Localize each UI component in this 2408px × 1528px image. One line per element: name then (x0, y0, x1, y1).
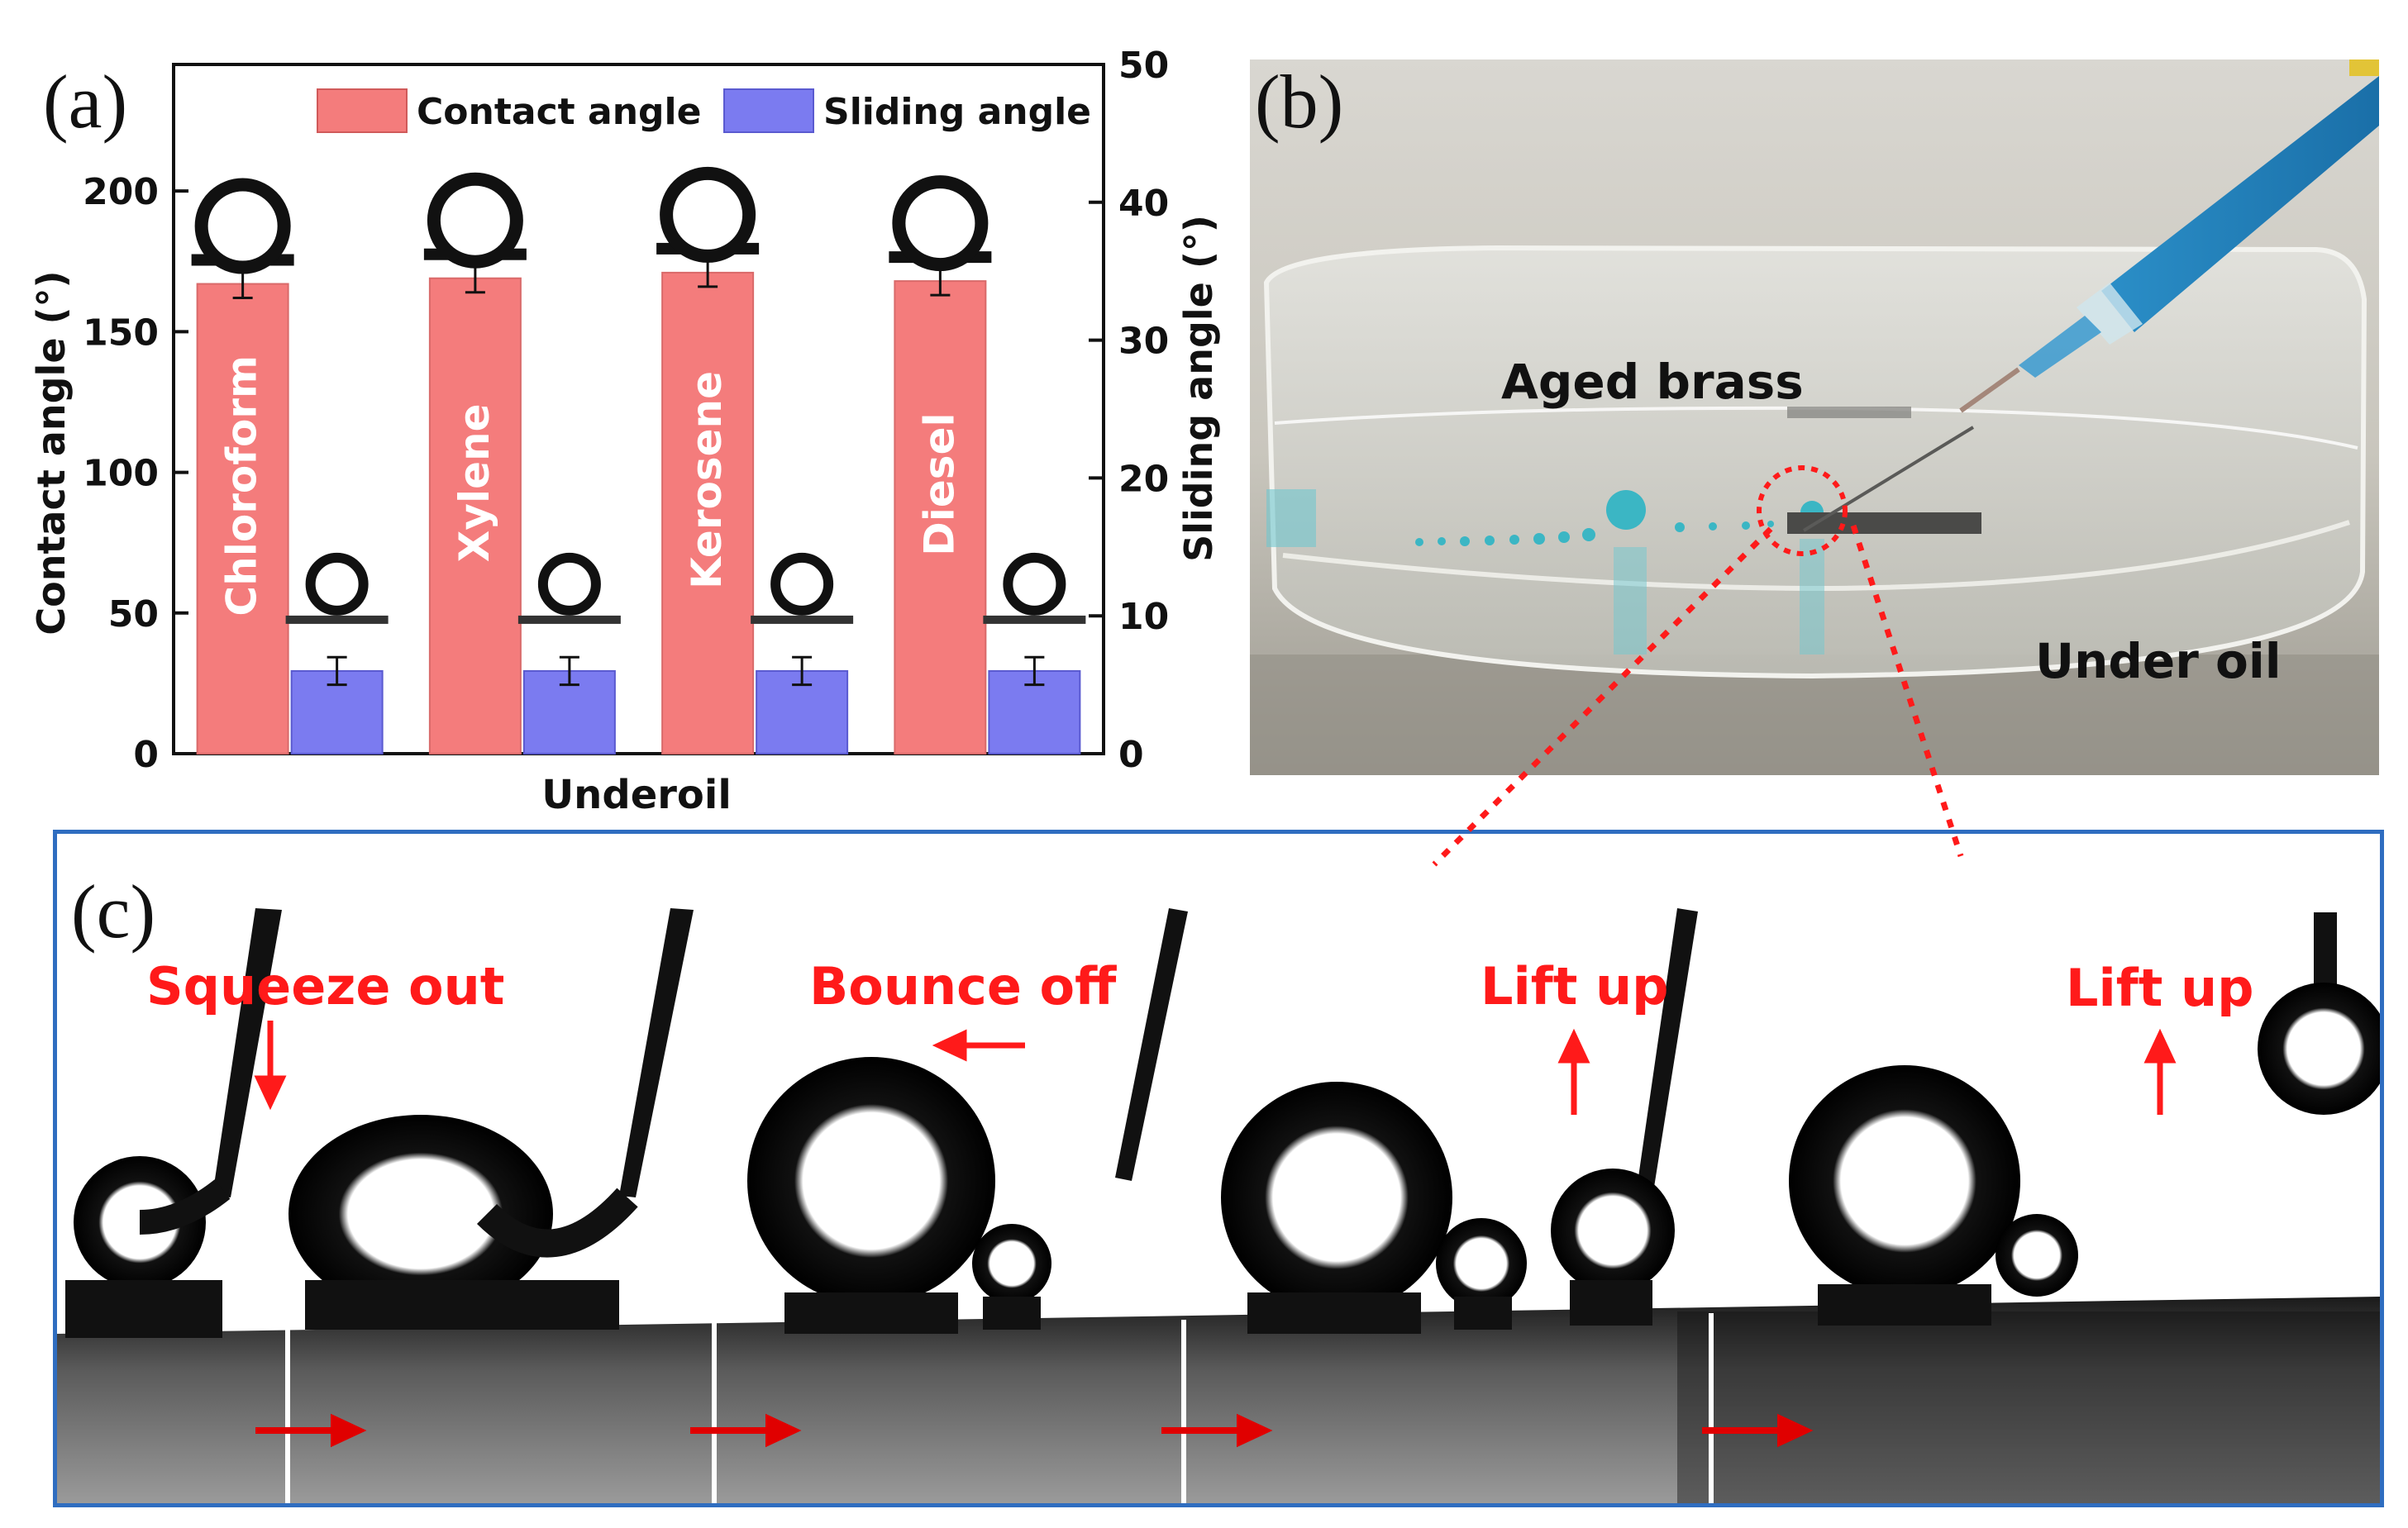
contact-angle-droplet-inset (427, 172, 523, 269)
panel-a-label: (a) (43, 60, 128, 144)
frame-2-spreading (288, 908, 694, 1330)
translation-arrows (255, 1413, 1814, 1448)
contact-angle-droplet-inset (194, 178, 291, 274)
y2-tick-label: 20 (1118, 458, 1169, 500)
zoom-region-marker (1757, 465, 1848, 556)
petri-dish-scene: Aged brass Under oil (1250, 60, 2379, 775)
contact-angle-chart: 0 50 100 150 200 0 10 20 30 40 50 Chloroform Xylene… (29, 45, 1221, 818)
contact-angle-bar (196, 283, 289, 754)
bounce-off-label: Bounce off (809, 956, 1117, 1016)
lift-up-label-1: Lift up (1481, 956, 1669, 1016)
chart-y-axis-label: Contact angle (°) (29, 270, 74, 635)
panel-c-label: (c) (71, 869, 156, 954)
sliding-angle-droplet-inset (537, 552, 601, 616)
chart-x-axis-label: Underoil (541, 772, 732, 818)
y2-tick-label: 30 (1118, 321, 1169, 363)
y-tick-label: 200 (83, 171, 159, 213)
frame-5-lift-up (1789, 912, 2380, 1326)
squeeze-out-label: Squeeze out (146, 956, 505, 1016)
legend-label-sliding-angle: Sliding angle (823, 91, 1091, 133)
sliding-angle-droplet-inset (770, 552, 834, 616)
y2-tick-label: 0 (1118, 734, 1144, 776)
y-tick-label: 150 (83, 312, 159, 354)
sliding-angle-droplet-substrate (751, 615, 854, 624)
droplet-frames (57, 908, 2380, 1503)
sliding-angle-droplet-inset (1003, 552, 1066, 616)
contact-angle-droplet-inset (892, 175, 989, 272)
legend-label-contact-angle: Contact angle (417, 91, 701, 133)
aged-brass-photo: Aged brass Under oil (1250, 60, 2379, 775)
under-oil-label: Under oil (2035, 633, 2282, 689)
panel-b-label: (b) (1255, 60, 1344, 144)
contact-angle-bar (661, 271, 755, 754)
contact-angle-bar (428, 277, 522, 754)
category-label: Chloroform (218, 355, 266, 616)
sliding-angle-droplet-substrate (983, 615, 1086, 624)
y-tick-label: 50 (108, 593, 159, 635)
lift-up-label-2: Lift up (2066, 958, 2254, 1018)
direction-arrows (254, 1021, 2177, 1115)
legend-swatch-contact-angle (317, 88, 408, 133)
y2-tick-label: 40 (1118, 183, 1169, 225)
contact-angle-droplet-inset (660, 166, 756, 263)
syringe (1959, 60, 2379, 413)
aged-brass-label: Aged brass (1501, 354, 1804, 410)
frame-4-lift-up (1221, 908, 1698, 1334)
droplet-sequence-strip: Squeeze out Bounce off Lift up Lift up (53, 830, 2384, 1507)
frame-3-bounce-off (747, 908, 1188, 1334)
frame-1-squeeze-out (65, 908, 282, 1338)
sliding-angle-droplet-inset (305, 552, 369, 616)
sliding-angle-droplet-substrate (517, 615, 621, 624)
y2-tick-label: 10 (1118, 596, 1169, 638)
chart-plot-frame (172, 63, 1105, 755)
legend-swatch-sliding-angle (723, 88, 814, 133)
y2-tick-label: 50 (1118, 45, 1169, 87)
category-label: Xylene (451, 404, 498, 563)
y-tick-label: 100 (83, 453, 159, 495)
y-tick-label: 0 (133, 734, 159, 776)
sliding-angle-droplet-substrate (285, 615, 389, 624)
chart-y2-axis-label: Sliding angle (°) (1176, 215, 1221, 562)
category-label: Kerosene (683, 371, 731, 589)
category-label: Diesel (915, 412, 963, 555)
